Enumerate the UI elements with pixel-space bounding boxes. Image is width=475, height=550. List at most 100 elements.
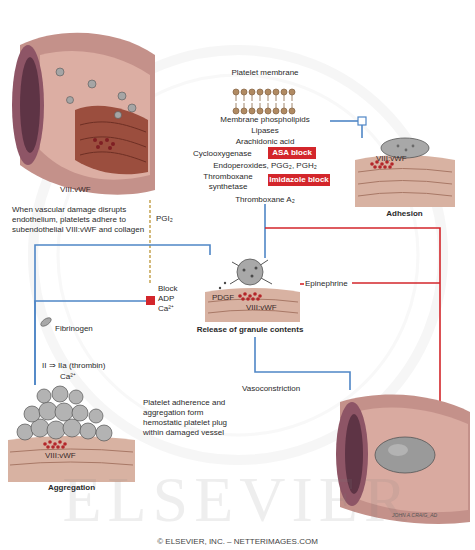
release-illustration — [224, 282, 226, 284]
release-illustration — [238, 292, 262, 301]
damaged-vessel-panel: VIII:vWF — [10, 28, 160, 200]
damaged-vessel — [12, 45, 44, 165]
damaged-vessel — [115, 112, 122, 119]
pathway-wires — [361, 125, 363, 138]
adhesion-illustration — [397, 145, 415, 152]
aggregation-illustration — [63, 442, 67, 446]
aggregation-illustration — [47, 421, 65, 439]
damaged-vessel — [88, 80, 96, 88]
adhesion-illustration — [388, 165, 392, 169]
release-illustration — [256, 297, 260, 301]
membrane-icon — [289, 108, 295, 114]
pathway-step: Arachidonic acid — [190, 137, 340, 147]
membrane-icon — [233, 89, 295, 114]
release-illustration — [219, 267, 258, 290]
node-text: PDGF — [212, 293, 242, 303]
membrane-icon — [265, 108, 271, 114]
node-text: VIII:vWF — [376, 154, 426, 164]
membrane-icon — [289, 89, 295, 95]
membrane-icon — [276, 95, 277, 101]
membrane-icon — [268, 103, 269, 108]
release-illustration — [246, 297, 250, 301]
enzyme-name: Cyclooxygenase — [193, 149, 267, 159]
enzyme-name: Thromboxane synthetase — [193, 172, 263, 192]
membrane-icon — [265, 89, 271, 95]
aggregation-illustration — [37, 389, 51, 403]
node-text: ASA block — [268, 147, 316, 159]
pathway-wires — [330, 120, 358, 122]
damaged-vessel — [108, 146, 112, 150]
membrane-icon — [233, 108, 239, 114]
edge-label: PGI₂ — [156, 214, 173, 224]
membrane-icon — [241, 89, 247, 95]
membrane-icon — [249, 108, 255, 114]
membrane-icon — [281, 108, 287, 114]
connector-line — [35, 245, 210, 385]
membrane-icon — [233, 89, 239, 95]
adhesion-illustration — [355, 117, 455, 207]
release-illustration — [243, 292, 247, 296]
damaged-vessel — [56, 68, 136, 119]
membrane-icon — [252, 95, 253, 101]
node-text: VIII:vWF — [246, 303, 296, 313]
membrane-icon — [292, 95, 293, 101]
damaged-vessel — [12, 33, 155, 195]
aggregation-illustration — [63, 419, 81, 437]
seal-watermark — [58, 75, 418, 435]
fibrinogen-platelet — [39, 316, 52, 328]
panel-heading: Aggregation — [5, 483, 138, 493]
membrane-icon — [273, 108, 279, 114]
damaged-vessel — [20, 57, 40, 153]
pathway-step: Platelet membrane — [205, 68, 325, 78]
damaged-vessel — [105, 138, 109, 142]
pathway-step: Membrane phospholipids — [190, 115, 340, 125]
aggregation-illustration — [17, 424, 33, 440]
adhesion-illustration — [373, 165, 377, 169]
pathway-step: Endoperoxides, PGG₂, PGH₂ — [190, 161, 340, 171]
aggregation-illustration — [48, 440, 52, 444]
vessel-panel: Vasoconstriction — [330, 390, 470, 525]
aggregation-illustration — [72, 405, 88, 421]
release-panel: PDGFVIII:vWFRelease of granule contents — [198, 255, 302, 337]
membrane-icon — [233, 89, 295, 114]
caption-note: When vascular damage disrupts endotheliu… — [12, 205, 147, 235]
adhesion-illustration — [378, 165, 382, 169]
block-box: ASA block — [268, 147, 316, 159]
membrane-icon — [241, 108, 247, 114]
adhesion-panel: VIII:vWFAdhesion — [352, 98, 457, 220]
connector-line — [149, 200, 151, 284]
agent-name: Epinephrine — [305, 279, 355, 289]
fibrinogen-platelet — [39, 316, 52, 328]
aggregation-illustration — [43, 442, 47, 446]
adhesion-illustration — [358, 117, 366, 125]
constricted-vessel — [388, 444, 408, 456]
damaged-vessel — [118, 92, 126, 100]
aggregation-panel: VIII:vWF Aggregation — [5, 385, 138, 493]
copyright-line: © ELSEVIER, INC. – NETTERIMAGES.COM — [0, 537, 475, 547]
aggregation-illustration — [55, 403, 73, 421]
membrane-icon — [257, 89, 263, 95]
membrane-icon — [284, 103, 285, 108]
release-illustration — [237, 259, 263, 285]
damaged-vessel — [128, 104, 136, 112]
aggregation-illustration — [51, 445, 55, 449]
aggregation-illustration — [56, 445, 60, 449]
agent-name: Fibrinogen — [55, 324, 115, 334]
damaged-vessel — [111, 142, 115, 146]
adhesion-illustration — [370, 162, 374, 166]
aggregation-illustration — [39, 402, 57, 420]
release-illustration — [251, 297, 255, 301]
aggregation-illustration — [61, 445, 65, 449]
membrane-icon — [268, 95, 269, 101]
aggregation-illustration — [80, 423, 96, 439]
release-illustration — [219, 287, 221, 289]
adhesion-illustration — [405, 149, 408, 152]
node-text: Block ADP Ca²⁺ — [158, 284, 182, 314]
node-text: VIII:vWF — [45, 451, 95, 461]
aggregation-illustration — [96, 425, 112, 441]
aggregation-illustration — [10, 449, 133, 465]
release-illustration — [230, 260, 272, 284]
node-text: VIII:vWF — [60, 185, 120, 195]
aggregation-illustration — [17, 386, 112, 441]
adhesion-illustration — [412, 145, 415, 148]
